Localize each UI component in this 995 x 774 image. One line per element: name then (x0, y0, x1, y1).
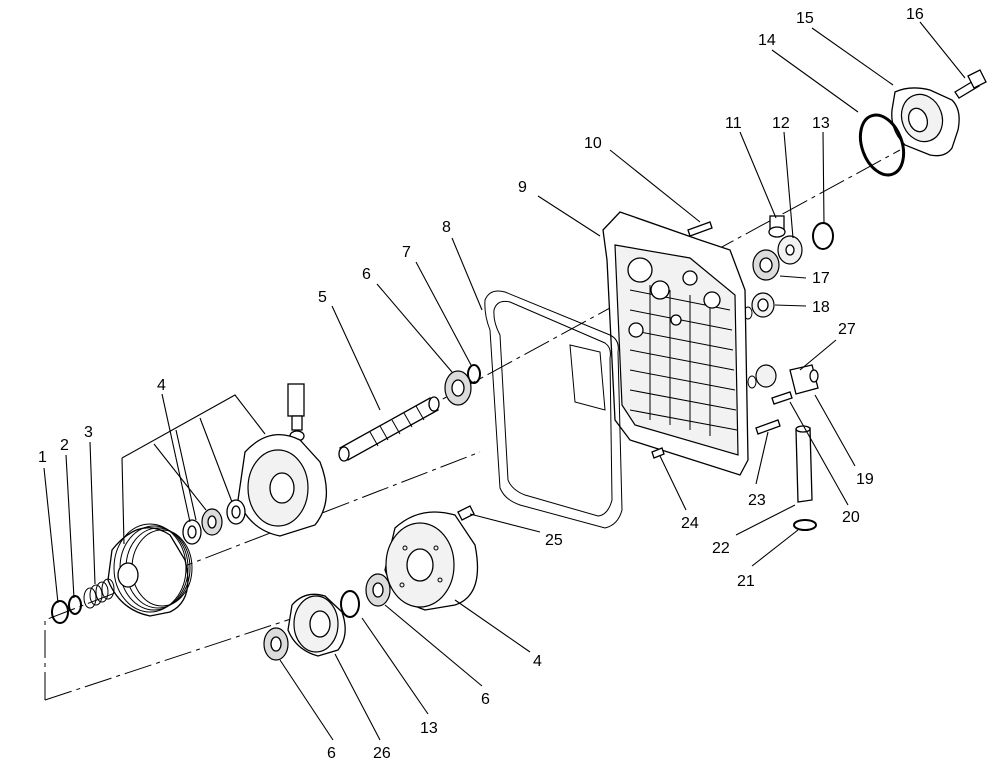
bolt-part-10 (687, 221, 713, 237)
bearing-part-6-bottom (263, 627, 289, 661)
leader-lines (43, 21, 966, 741)
callout-16: 16 (906, 6, 924, 23)
callout-2: 2 (60, 437, 69, 454)
spring-part-3 (83, 578, 115, 609)
callout-6-upper: 6 (362, 266, 371, 283)
callout-17: 17 (812, 270, 830, 287)
bearing-part-17 (752, 249, 780, 281)
washer-part-4a (226, 499, 246, 525)
fitting-part-11 (768, 215, 786, 238)
cover-part-15 (891, 87, 960, 157)
callout-13-upper: 13 (812, 115, 830, 132)
callout-7: 7 (402, 244, 411, 261)
seal-part-12 (777, 235, 803, 265)
callout-26: 26 (373, 745, 391, 762)
pulley-part-4-left (107, 523, 193, 617)
snap-ring-part-13-upper (812, 222, 834, 250)
callout-20: 20 (842, 509, 860, 526)
bolt-part-16 (954, 69, 987, 99)
bearing-part-6-lower (365, 573, 391, 607)
callout-11: 11 (725, 115, 742, 132)
fitting-part-19 (747, 364, 777, 389)
callout-21: 21 (737, 573, 755, 590)
callout-15: 15 (796, 10, 814, 27)
ring-part-2 (68, 595, 82, 615)
callout-3: 3 (84, 424, 93, 441)
ring-part-1 (51, 600, 69, 624)
callout-22: 22 (712, 540, 730, 557)
bearing-part-6-upper (444, 370, 472, 406)
drum-part-4-lower (384, 511, 479, 611)
callout-8: 8 (442, 219, 451, 236)
callout-4-lower: 4 (533, 653, 542, 670)
drum-part-4-upper (237, 434, 328, 537)
callout-25: 25 (545, 532, 563, 549)
callout-12: 12 (772, 115, 790, 132)
callout-4-upper: 4 (157, 377, 166, 394)
callout-19: 19 (856, 471, 874, 488)
callout-18: 18 (812, 299, 830, 316)
clamp-part-21 (793, 519, 817, 531)
snap-ring-part-13-lower (340, 590, 360, 618)
callout-13-lower: 13 (420, 720, 438, 737)
bolt-part-20 (771, 391, 793, 405)
plug-part-18 (743, 292, 775, 320)
callout-5: 5 (318, 289, 327, 306)
bolt-part-23 (755, 419, 781, 435)
callout-1: 1 (38, 449, 47, 466)
callout-9: 9 (518, 179, 527, 196)
washer-part-4c (182, 519, 202, 545)
housing-plate-part-9 (602, 211, 749, 476)
bearing-part-4b (201, 508, 223, 536)
connector-plug (287, 383, 305, 442)
callout-24: 24 (681, 515, 699, 532)
o-ring-part-14 (858, 113, 906, 177)
callout-labels: 1 2 3 4 5 6 7 8 9 10 11 12 13 14 15 16 1… (38, 6, 924, 762)
fitting-part-27 (789, 364, 819, 395)
gasket-part-8 (484, 290, 623, 529)
callout-23: 23 (748, 492, 766, 509)
callout-6-lower: 6 (481, 691, 490, 708)
flange-part-26 (287, 593, 346, 657)
callout-14: 14 (758, 32, 776, 49)
shaft-part-5 (338, 396, 440, 462)
dowel-part-24 (651, 447, 665, 459)
callout-6-bottom: 6 (327, 745, 336, 762)
callout-10: 10 (584, 135, 602, 152)
ring-part-7 (467, 364, 481, 384)
callout-27: 27 (838, 321, 856, 338)
bolt-part-25 (457, 505, 475, 521)
